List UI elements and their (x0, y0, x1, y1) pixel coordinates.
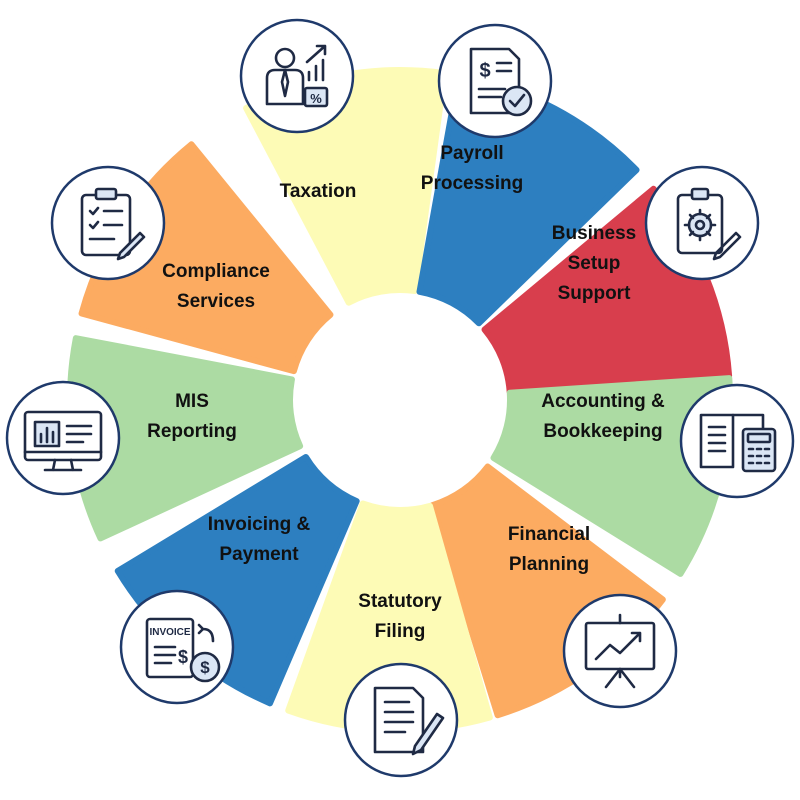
segment-label-line: Financial (508, 524, 590, 545)
tax-chart-person-icon: % (239, 18, 355, 134)
segment-label-line: Setup (568, 253, 621, 274)
svg-text:$: $ (200, 658, 210, 677)
segment-label-line: Bookkeeping (543, 421, 662, 442)
segment-label-line: Invoicing & (208, 514, 311, 535)
wheel-segment (67, 335, 304, 542)
segment-label-line: Compliance (162, 261, 270, 282)
invoice-dollar-icon: INVOICE $ $ (119, 589, 235, 705)
segment-label-line: MIS (175, 391, 209, 412)
svg-text:$: $ (178, 647, 188, 667)
segment-label-line: Taxation (280, 181, 357, 202)
invoice-glyph: INVOICE (149, 627, 190, 638)
segment-label-line: Payment (219, 544, 299, 565)
payroll-document-icon: $ (437, 23, 553, 139)
dollar-glyph: $ (479, 60, 490, 82)
presentation-chart-icon (562, 593, 678, 709)
segment-label-line: Payroll (440, 143, 503, 164)
segment-label-line: Statutory (358, 591, 442, 612)
segment-label: MIS Reporting (147, 391, 237, 442)
monitor-report-icon (5, 380, 121, 496)
segment-label-line: Accounting & (541, 391, 665, 412)
segment-label-line: Filing (375, 621, 426, 642)
percent-glyph: % (310, 91, 322, 106)
clipboard-checklist-icon (50, 165, 166, 281)
segment-label-line: Planning (509, 554, 589, 575)
segment-label-line: Support (558, 283, 631, 304)
segment-label: Taxation (280, 181, 357, 202)
segment-label-line: Processing (421, 173, 523, 194)
segment-label-line: Business (552, 223, 636, 244)
book-calculator-icon (679, 383, 795, 499)
document-pen-icon (343, 662, 459, 778)
clipboard-gear-icon (644, 165, 760, 281)
segment-label: Invoicing & Payment (208, 514, 311, 565)
segment-label: Accounting & Bookkeeping (541, 391, 665, 442)
segment-label-line: Reporting (147, 421, 237, 442)
segment-label-line: Services (177, 291, 255, 312)
